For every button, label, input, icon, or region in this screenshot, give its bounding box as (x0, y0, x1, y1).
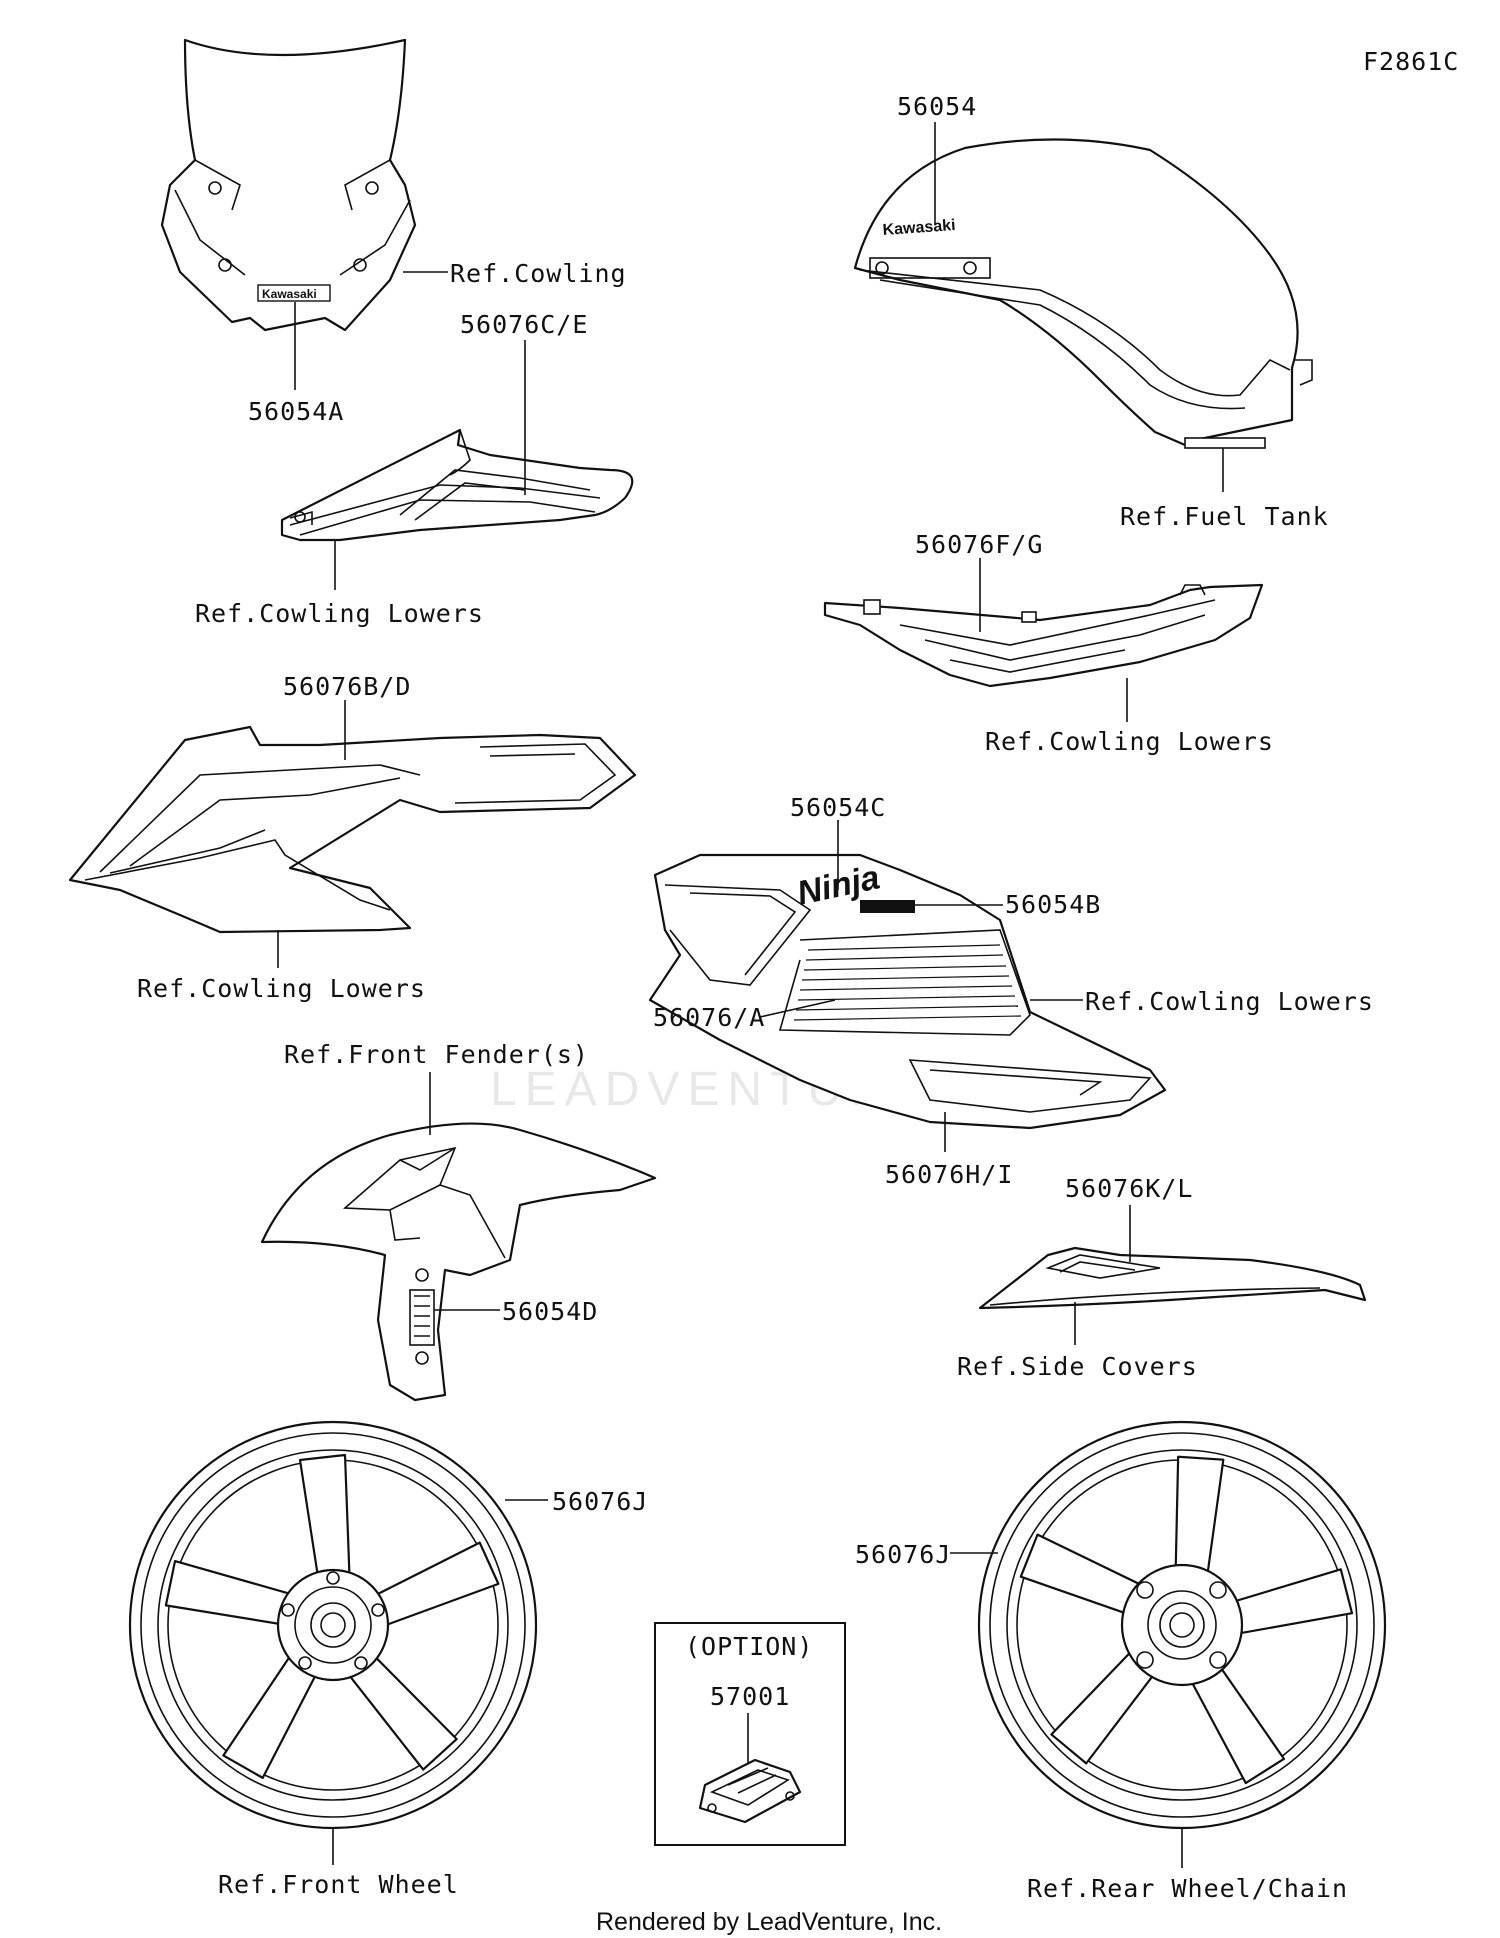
label-ref-side-covers[interactable]: Ref.Side Covers (957, 1352, 1198, 1381)
label-56076J-rear[interactable]: 56076J (855, 1540, 951, 1569)
diagram-code: F2861C (1363, 47, 1459, 76)
label-56054[interactable]: 56054 (897, 92, 977, 121)
label-ref-cowling-lowers-1[interactable]: Ref.Cowling Lowers (195, 599, 484, 628)
label-56076FG[interactable]: 56076F/G (915, 530, 1043, 559)
clip-57001-part[interactable] (698, 1758, 802, 1824)
front-wheel-part[interactable] (128, 1420, 538, 1830)
label-ref-front-fender[interactable]: Ref.Front Fender(s) (284, 1040, 589, 1069)
cowling-lower-small-part[interactable] (280, 428, 634, 542)
rear-wheel-part[interactable] (977, 1420, 1387, 1830)
cowling-lower-right-part[interactable] (823, 583, 1264, 688)
option-label: (OPTION) (685, 1632, 813, 1661)
label-56076J-front[interactable]: 56076J (552, 1487, 648, 1516)
label-56076KL[interactable]: 56076K/L (1065, 1174, 1193, 1203)
label-ref-cowling-lowers-3[interactable]: Ref.Cowling Lowers (137, 974, 426, 1003)
label-56054B[interactable]: 56054B (1005, 890, 1101, 919)
label-56054C[interactable]: 56054C (790, 793, 886, 822)
label-ref-front-wheel[interactable]: Ref.Front Wheel (218, 1870, 459, 1899)
windshield-part[interactable]: Kawasaki (160, 38, 417, 332)
label-56076CE[interactable]: 56076C/E (460, 310, 588, 339)
label-57001[interactable]: 57001 (710, 1682, 790, 1711)
windshield-brand-text: Kawasaki (262, 287, 317, 301)
label-56076BD[interactable]: 56076B/D (283, 672, 411, 701)
label-56076A[interactable]: 56076/A (653, 1003, 765, 1032)
label-ref-cowling[interactable]: Ref.Cowling (450, 259, 627, 288)
label-ref-rear-wheel[interactable]: Ref.Rear Wheel/Chain (1027, 1874, 1348, 1903)
label-56076HI[interactable]: 56076H/I (885, 1160, 1013, 1189)
label-ref-cowling-lowers-2[interactable]: Ref.Cowling Lowers (985, 727, 1274, 756)
label-56054A[interactable]: 56054A (248, 397, 344, 426)
tank-brand-text: Kawasaki (882, 217, 956, 239)
front-fender-part[interactable] (260, 1122, 657, 1402)
label-ref-cowling-lowers-4[interactable]: Ref.Cowling Lowers (1085, 987, 1374, 1016)
side-cover-part[interactable] (978, 1246, 1367, 1310)
fuel-tank-part[interactable]: Kawasaki (853, 138, 1313, 449)
label-ref-fuel-tank[interactable]: Ref.Fuel Tank (1120, 502, 1329, 531)
cowling-lower-left-part[interactable] (68, 725, 637, 934)
label-56054D[interactable]: 56054D (502, 1297, 598, 1326)
footer-credit: Rendered by LeadVenture, Inc. (596, 1908, 942, 1936)
